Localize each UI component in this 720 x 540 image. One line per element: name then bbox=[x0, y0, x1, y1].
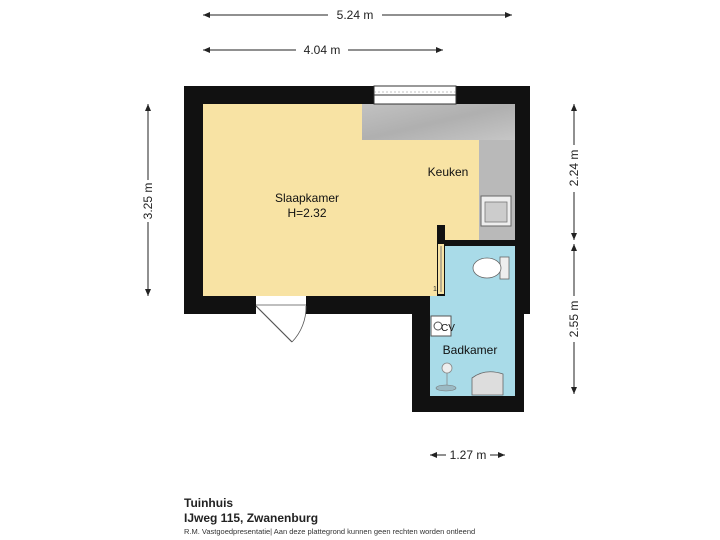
footer-address: IJweg 115, Zwanenburg bbox=[184, 511, 319, 525]
dimension-left-height: 3.25 m bbox=[141, 104, 155, 296]
dimension-total-width-label: 5.24 m bbox=[337, 8, 374, 22]
entrance-door-swing bbox=[291, 305, 307, 343]
door-marker: 1 bbox=[433, 286, 437, 293]
dimension-left-height-label: 3.25 m bbox=[141, 183, 155, 220]
room-label-badkamer: Badkamer bbox=[443, 343, 498, 357]
room-label-slaapkamer-height: H=2.32 bbox=[287, 206, 326, 220]
footer-title: Tuinhuis bbox=[184, 496, 234, 510]
dimension-room-width-label: 4.04 m bbox=[304, 43, 341, 57]
dimension-right-upper-height: 2.24 m bbox=[567, 104, 581, 240]
washbasin-icon bbox=[471, 371, 504, 396]
dimension-right-upper-height-label: 2.24 m bbox=[567, 150, 581, 187]
toilet-icon bbox=[472, 257, 502, 279]
dimension-right-lower-height-label: 2.55 m bbox=[567, 301, 581, 338]
cv-label: CV bbox=[441, 323, 455, 334]
shower-icon bbox=[441, 362, 453, 374]
room-label-keuken: Keuken bbox=[428, 165, 469, 179]
dimension-total-width: 5.24 m bbox=[203, 8, 512, 22]
shower-drain bbox=[435, 384, 457, 392]
interior-wall-horizontal bbox=[437, 240, 515, 246]
dimension-room-width: 4.04 m bbox=[203, 43, 443, 57]
dimension-bath-width-label: 1.27 m bbox=[450, 448, 487, 462]
dimension-bath-width: 1.27 m bbox=[430, 448, 505, 462]
footer-disclaimer: R.M. Vastgoedpresentatie| Aan deze platt… bbox=[184, 527, 476, 536]
cv-icon bbox=[433, 321, 443, 331]
footer: Tuinhuis IJweg 115, Zwanenburg R.M. Vast… bbox=[184, 496, 704, 537]
room-label-slaapkamer: Slaapkamer bbox=[275, 191, 339, 205]
kitchen-counter-shade bbox=[362, 104, 515, 140]
dimension-right-lower-height: 2.55 m bbox=[567, 244, 581, 394]
cv-unit bbox=[430, 315, 452, 337]
entrance-door-leaf bbox=[255, 305, 293, 343]
sink-basin bbox=[484, 201, 508, 223]
